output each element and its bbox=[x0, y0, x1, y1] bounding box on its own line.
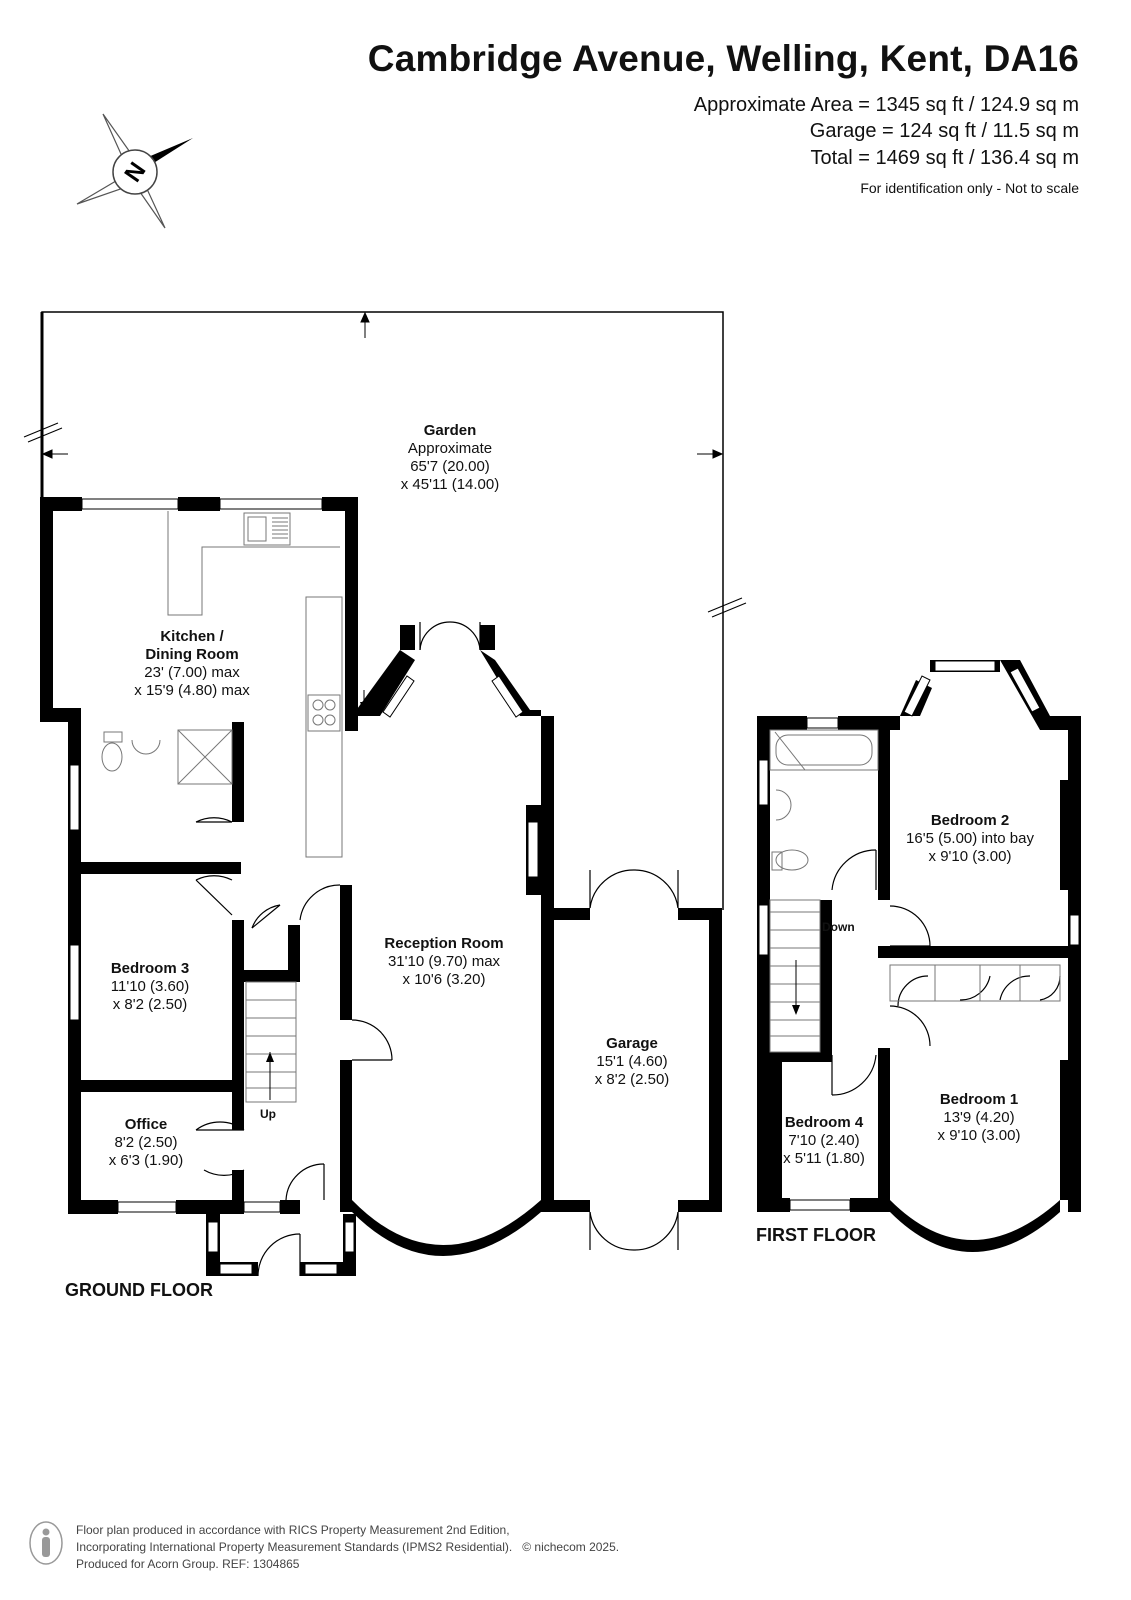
first-floor-label: FIRST FLOOR bbox=[756, 1225, 876, 1245]
page-title: Cambridge Avenue, Welling, Kent, DA16 bbox=[367, 38, 1079, 79]
room-kitchen: Kitchen / Dining Room 23' (7.00) max x 1… bbox=[134, 628, 250, 699]
room-bedroom-3: Bedroom 3 11'10 (3.60) x 8'2 (2.50) bbox=[110, 960, 190, 1013]
footer-notes: Floor plan produced in accordance with R… bbox=[76, 1523, 620, 1571]
room-bedroom-2: Bedroom 2 16'5 (5.00) into bay x 9'10 (3… bbox=[906, 812, 1034, 865]
person-icon bbox=[29, 1521, 63, 1565]
room-garage: Garage 15'1 (4.60) x 8'2 (2.50) bbox=[594, 1035, 670, 1088]
room-garden: Garden Approximate 65'7 (20.00) x 45'11 … bbox=[400, 422, 500, 493]
stairs-down-label: Down bbox=[822, 920, 855, 934]
room-bedroom-1: Bedroom 1 13'9 (4.20) x 9'10 (3.00) bbox=[937, 1091, 1021, 1144]
compass-rose-icon: N bbox=[76, 113, 193, 229]
room-bedroom-4: Bedroom 4 7'10 (2.40) x 5'11 (1.80) bbox=[783, 1114, 865, 1167]
room-reception: Reception Room 31'10 (9.70) max x 10'6 (… bbox=[384, 935, 504, 988]
room-office: Office 8'2 (2.50) x 6'3 (1.90) bbox=[108, 1116, 184, 1169]
stairs-up-label: Up bbox=[260, 1107, 276, 1121]
area-total: Total = 1469 sq ft / 136.4 sq m bbox=[810, 147, 1080, 169]
identification-note: For identification only - Not to scale bbox=[860, 180, 1079, 196]
ground-floor-label: GROUND FLOOR bbox=[65, 1280, 213, 1300]
area-garage: Garage = 124 sq ft / 11.5 sq m bbox=[809, 120, 1079, 142]
area-main: Approximate Area = 1345 sq ft / 124.9 sq… bbox=[693, 94, 1079, 116]
